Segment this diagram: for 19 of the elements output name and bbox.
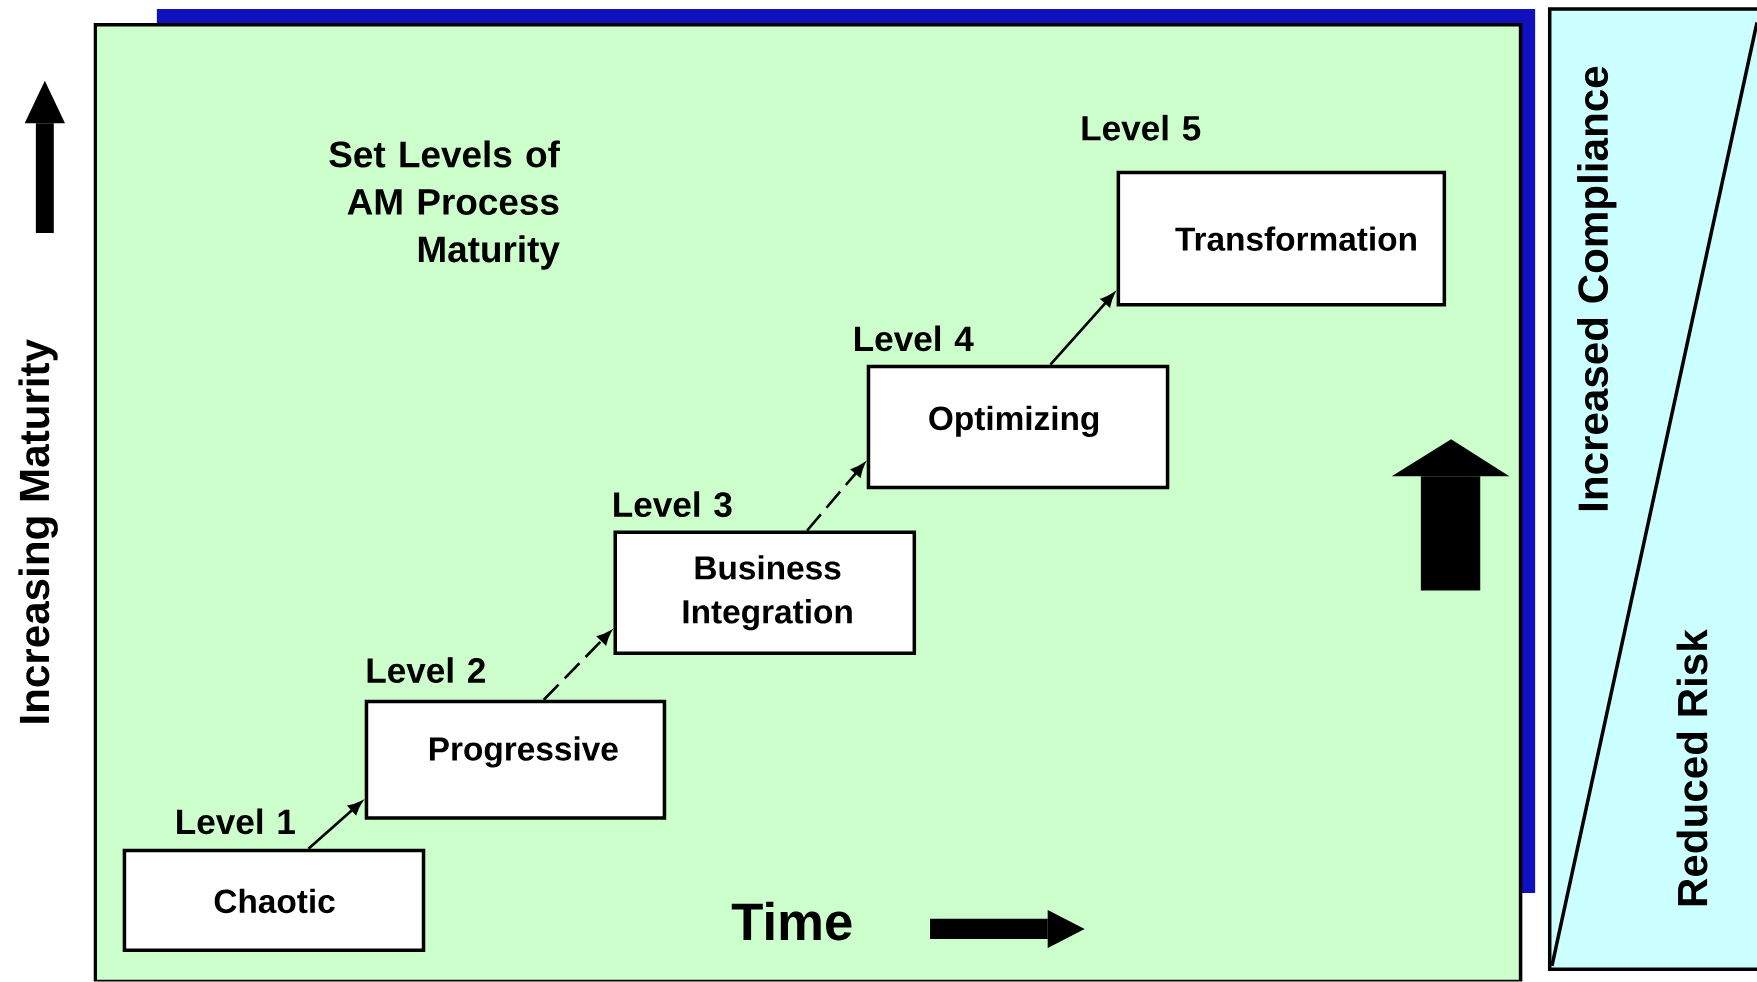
level-label: Level 2: [367, 657, 485, 684]
axis-label: Time: [731, 901, 852, 941]
process-box: Chaotic: [122, 848, 426, 953]
process-box: Progressive: [364, 699, 667, 820]
process-box: Optimizing: [866, 364, 1170, 490]
arrow: [542, 631, 612, 701]
panel-text: Reduced Risk: [1676, 629, 1708, 906]
arrow: [307, 801, 363, 850]
level-label: Level 3: [614, 491, 732, 518]
level-label: Level 4: [855, 325, 974, 352]
wedge-panel: [1547, 7, 1757, 972]
title: Set Levels of AM Process Maturity: [329, 140, 560, 270]
level-label: Level 5: [1082, 115, 1201, 141]
process-box: Transformation: [1116, 171, 1447, 307]
axis-label: Increasing Maturity: [18, 339, 58, 723]
level-label: Level 1: [177, 808, 295, 835]
process-box: Business Integration: [613, 530, 917, 656]
arrow: [806, 463, 865, 532]
panel-text: Increased Compliance: [1577, 67, 1617, 511]
